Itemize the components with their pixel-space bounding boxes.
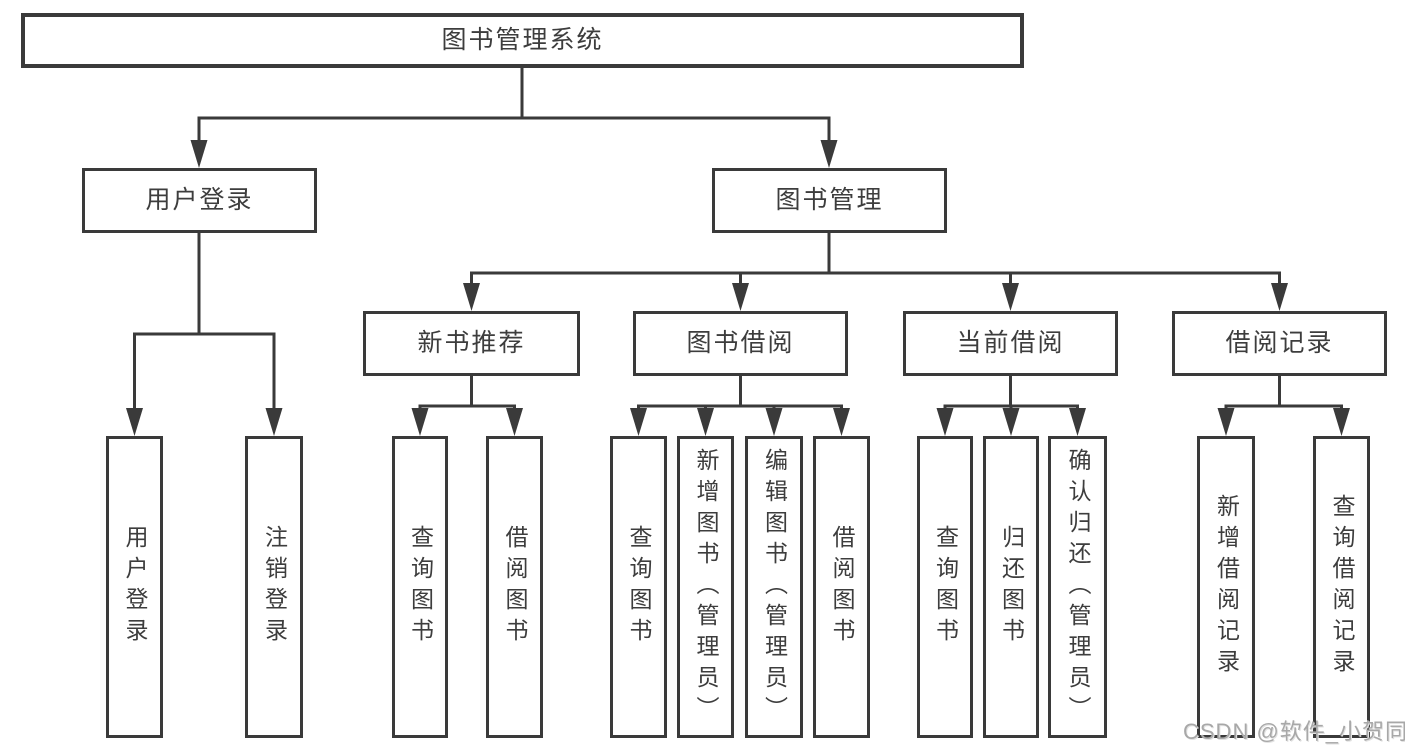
arrowhead <box>765 408 783 436</box>
connector-login-to-leaves <box>126 233 283 436</box>
arrowhead <box>411 408 429 436</box>
leaf-borrow-add-books-admin: 新增图书（管理员） <box>677 436 734 738</box>
node-user-login: 用户登录 <box>82 168 317 233</box>
node-current-borrow-label: 当前借阅 <box>956 329 1065 357</box>
csdn-watermark: CSDN @软件_小贺同学 <box>1183 719 1405 744</box>
node-book-management: 图书管理 <box>712 168 947 233</box>
arrowhead <box>1069 408 1086 436</box>
node-root: 图书管理系统 <box>21 13 1024 68</box>
arrowhead <box>1271 283 1288 311</box>
leaf-borrow-edit-books-admin-label: 编辑图书（管理员） <box>761 447 788 727</box>
leaf-recommend-query-books: 查询图书 <box>392 436 448 738</box>
arrowhead <box>1217 408 1235 436</box>
leaf-current-query-books-label: 查询图书 <box>932 525 959 649</box>
connector-borrow-to-leaves <box>630 376 850 436</box>
arrowhead <box>1002 408 1020 436</box>
arrowhead <box>936 408 954 436</box>
node-book-borrow: 图书借阅 <box>633 311 848 376</box>
leaf-recommend-borrow-books: 借阅图书 <box>486 436 543 738</box>
leaf-records-add-record: 新增借阅记录 <box>1197 436 1255 738</box>
leaf-borrow-borrow-books: 借阅图书 <box>813 436 870 738</box>
leaf-logout: 注销登录 <box>245 436 303 738</box>
connector-recommend-to-leaves <box>411 376 523 436</box>
node-borrow-records-label: 借阅记录 <box>1225 329 1334 357</box>
arrowhead <box>630 408 647 436</box>
leaf-recommend-query-books-label: 查询图书 <box>407 525 434 649</box>
leaf-records-query-record-label: 查询借阅记录 <box>1329 494 1355 680</box>
leaf-current-query-books: 查询图书 <box>917 436 973 738</box>
node-root-label: 图书管理系统 <box>441 26 604 54</box>
leaf-user-login: 用户登录 <box>106 436 163 738</box>
leaf-user-login-label: 用户登录 <box>122 525 148 649</box>
arrowhead <box>1002 283 1019 311</box>
node-new-book-recommend: 新书推荐 <box>363 311 580 376</box>
leaf-current-return-books-label: 归还图书 <box>998 525 1025 649</box>
connector-records-to-leaves <box>1217 376 1350 436</box>
arrowhead <box>506 408 523 436</box>
arrowhead <box>265 408 283 436</box>
leaf-records-add-record-label: 新增借阅记录 <box>1213 494 1240 680</box>
node-borrow-records: 借阅记录 <box>1172 311 1387 376</box>
leaf-borrow-query-books-label: 查询图书 <box>626 525 652 649</box>
node-book-management-label: 图书管理 <box>775 186 884 214</box>
node-new-book-recommend-label: 新书推荐 <box>417 329 526 357</box>
arrowhead <box>833 408 850 436</box>
arrowhead <box>1333 408 1350 436</box>
arrowhead <box>697 408 714 436</box>
connector-root-to-level2 <box>190 68 838 168</box>
connector-management-to-level3 <box>463 233 1288 311</box>
leaf-borrow-edit-books-admin: 编辑图书（管理员） <box>745 436 803 738</box>
leaf-recommend-borrow-books-label: 借阅图书 <box>502 525 528 649</box>
leaf-current-return-books: 归还图书 <box>983 436 1039 738</box>
leaf-current-confirm-return-admin-label: 确认归还（管理员） <box>1065 447 1091 727</box>
leaf-current-confirm-return-admin: 确认归还（管理员） <box>1048 436 1107 738</box>
leaf-borrow-query-books: 查询图书 <box>610 436 667 738</box>
arrowhead <box>126 408 143 436</box>
arrowhead <box>820 140 838 168</box>
node-user-login-label: 用户登录 <box>145 186 254 214</box>
leaf-logout-label: 注销登录 <box>261 525 288 649</box>
arrowhead <box>190 140 208 168</box>
connector-current-to-leaves <box>936 376 1086 436</box>
node-book-borrow-label: 图书借阅 <box>686 329 795 357</box>
leaf-borrow-borrow-books-label: 借阅图书 <box>829 525 855 649</box>
node-current-borrow: 当前借阅 <box>903 311 1118 376</box>
arrowhead <box>463 283 480 311</box>
leaf-borrow-add-books-admin-label: 新增图书（管理员） <box>693 447 719 727</box>
leaf-records-query-record: 查询借阅记录 <box>1313 436 1370 738</box>
arrowhead <box>732 283 749 311</box>
